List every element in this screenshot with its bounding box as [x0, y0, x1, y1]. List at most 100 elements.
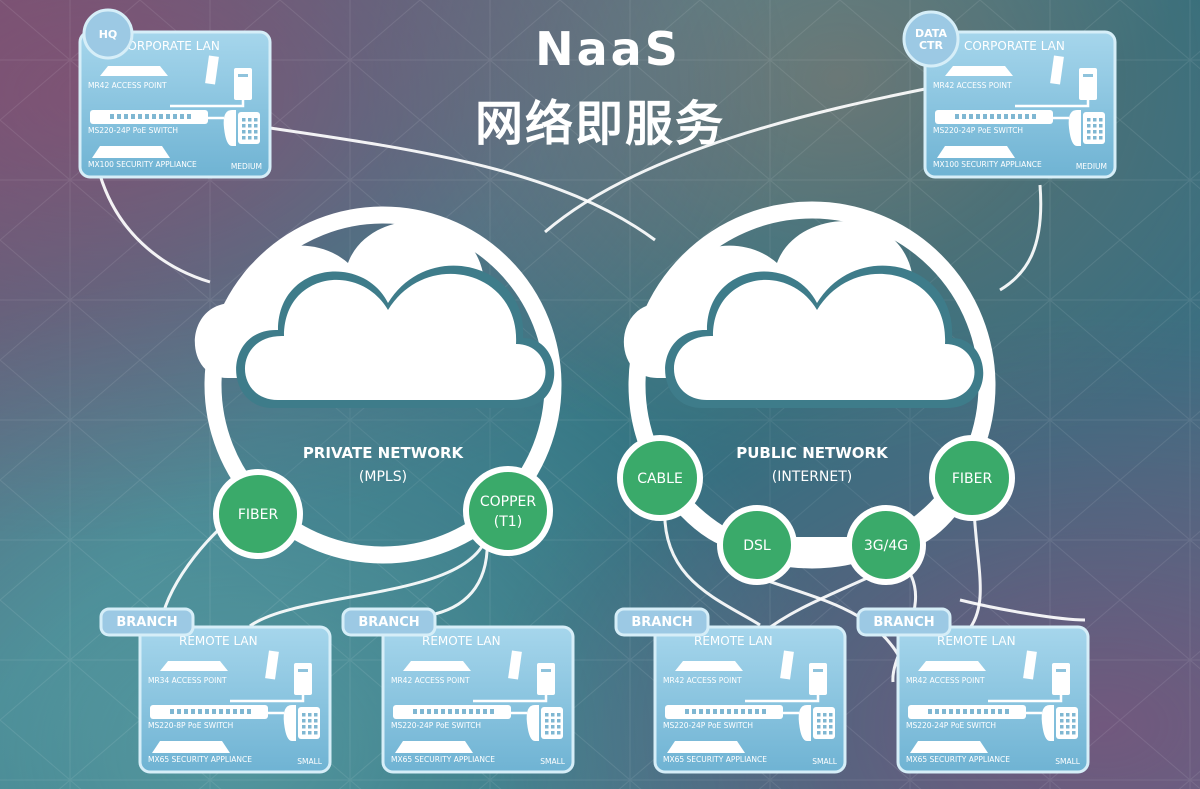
- switch-port: [166, 114, 170, 119]
- phone-key: [308, 713, 312, 717]
- switch-port: [205, 709, 209, 714]
- switch-port: [984, 709, 988, 714]
- site-appliance-label: MX100 SECURITY APPLIANCE: [933, 160, 1042, 169]
- switch-port: [928, 709, 932, 714]
- phone-key: [1060, 731, 1064, 735]
- computer-tower-icon: [1052, 663, 1070, 695]
- phone-key: [1072, 731, 1076, 735]
- phone-key: [557, 719, 561, 723]
- security-appliance-icon: [667, 741, 745, 753]
- switch-port: [991, 709, 995, 714]
- switch-port: [131, 114, 135, 119]
- security-appliance-icon: [910, 741, 988, 753]
- phone-handset-icon: [283, 705, 296, 741]
- site-size-label: SMALL: [1055, 757, 1081, 766]
- cloud-front: [244, 273, 546, 400]
- switch-port: [942, 709, 946, 714]
- phone-handset-icon: [526, 705, 539, 741]
- phone-key: [1060, 725, 1064, 729]
- site-lan-title: REMOTE LAN: [694, 634, 773, 648]
- connector-line: [959, 598, 1086, 622]
- phone-key: [551, 725, 555, 729]
- phone-key: [829, 719, 833, 723]
- badge-circle: [902, 10, 960, 68]
- switch-port: [152, 114, 156, 119]
- site-ap-label: MR42 ACCESS POINT: [906, 676, 985, 685]
- link-fiber-private: FIBER: [213, 469, 303, 559]
- site-lan-title: CORPORATE LAN: [119, 39, 220, 53]
- badge-rect: [99, 607, 195, 637]
- phone-key: [308, 719, 312, 723]
- phone-key: [302, 719, 306, 723]
- switch-port: [1004, 114, 1008, 119]
- phone-key: [545, 719, 549, 723]
- site-size-label: MEDIUM: [231, 162, 262, 171]
- switch-port: [741, 709, 745, 714]
- phone-key: [823, 731, 827, 735]
- switch-port: [976, 114, 980, 119]
- site-ap-label: MR42 ACCESS POINT: [933, 81, 1012, 90]
- phone-key: [545, 713, 549, 717]
- switch-port: [983, 114, 987, 119]
- switch-port: [476, 709, 480, 714]
- wall-ap-icon: [508, 650, 522, 680]
- site-switch-label: MS220-24P PoE SWITCH: [663, 721, 753, 730]
- switch-port: [956, 709, 960, 714]
- cloud-private: PRIVATE NETWORK(MPLS): [194, 206, 562, 564]
- phone-key: [1072, 725, 1076, 729]
- wall-ap-icon: [1050, 55, 1064, 85]
- phone-key: [1087, 118, 1091, 122]
- phone-key: [314, 713, 318, 717]
- phone-key: [1087, 136, 1091, 140]
- site-appliance-label: MX65 SECURITY APPLIANCE: [148, 755, 252, 764]
- cloud-public: PUBLIC NETWORK(INTERNET): [623, 201, 996, 569]
- phone-key: [1093, 118, 1097, 122]
- site-badge: HQ: [82, 8, 134, 60]
- switch-port: [483, 709, 487, 714]
- phone-key: [248, 118, 252, 122]
- switch-port: [170, 709, 174, 714]
- site-switch-label: MS220-24P PoE SWITCH: [933, 126, 1023, 135]
- site-appliance-label: MX65 SECURITY APPLIANCE: [663, 755, 767, 764]
- link-label: (T1): [494, 514, 522, 530]
- site-appliance-label: MX65 SECURITY APPLIANCE: [906, 755, 1010, 764]
- phone-key: [829, 725, 833, 729]
- phone-key: [308, 731, 312, 735]
- link-label: FIBER: [952, 471, 993, 487]
- network-name: PRIVATE NETWORK: [303, 444, 465, 462]
- connector-line: [269, 126, 656, 242]
- switch-port: [469, 709, 473, 714]
- badge-rect: [856, 607, 952, 637]
- phone-key: [557, 731, 561, 735]
- wall-ap-icon: [1023, 650, 1037, 680]
- computer-slot: [1083, 74, 1093, 77]
- switch-port: [117, 114, 121, 119]
- switch-port: [145, 114, 149, 119]
- phone-key: [314, 725, 318, 729]
- switch-port: [427, 709, 431, 714]
- switch-port: [173, 114, 177, 119]
- site-badge: BRANCH: [99, 607, 195, 637]
- switch-port: [977, 709, 981, 714]
- site-lan-title: REMOTE LAN: [179, 634, 258, 648]
- switch-port: [441, 709, 445, 714]
- switch-port: [935, 709, 939, 714]
- phone-key: [1066, 719, 1070, 723]
- switch-port: [997, 114, 1001, 119]
- phone-key: [817, 713, 821, 717]
- badge-rect: [341, 607, 437, 637]
- switch-port: [233, 709, 237, 714]
- connector-line: [249, 534, 489, 628]
- link-label: COPPER: [480, 494, 537, 510]
- switch-port: [490, 709, 494, 714]
- title-naas: NaaS: [535, 22, 681, 76]
- switch-port: [755, 709, 759, 714]
- switch-port: [962, 114, 966, 119]
- site-ap-label: MR42 ACCESS POINT: [88, 81, 167, 90]
- computer-slot: [1056, 669, 1066, 672]
- access-point-icon: [160, 661, 228, 671]
- phone-key: [817, 731, 821, 735]
- link-circle: [617, 435, 703, 521]
- phone-key: [254, 136, 258, 140]
